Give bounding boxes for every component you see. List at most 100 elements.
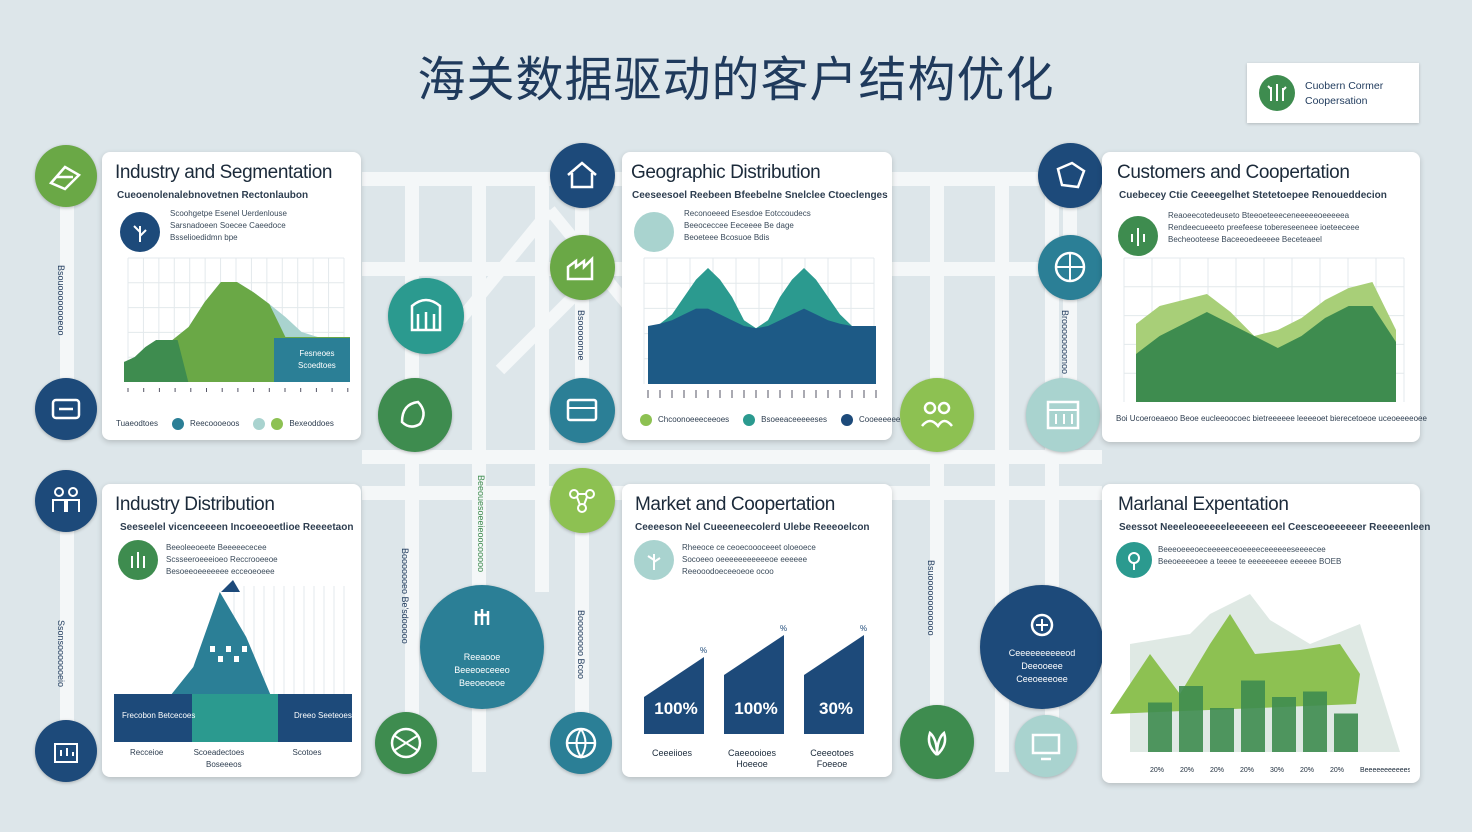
peak-arrow bbox=[221, 580, 240, 592]
card-market-cooperation: Market and Coopertation Ceeeeson Nel Cue… bbox=[622, 484, 892, 777]
globe-icon-circle[interactable] bbox=[550, 712, 612, 774]
side-label-left-top: Bsouoooooooeoo bbox=[56, 265, 66, 336]
gear-people-icon bbox=[1030, 613, 1054, 637]
house-icon bbox=[567, 161, 597, 189]
legend-item: Tuaeodtoes bbox=[116, 419, 158, 429]
x-axis-label: 30% bbox=[1270, 767, 1284, 774]
side-label-right-mid: Bsuoooooooooooo bbox=[926, 560, 936, 636]
circle-text: Ceeeeeeeeeeod bbox=[1008, 648, 1076, 658]
circle-text: Reeaooe bbox=[463, 652, 501, 662]
bar-1 bbox=[1148, 702, 1172, 752]
area-series-green bbox=[1110, 614, 1360, 714]
chart-footer: Recceioe Scoeadectoes Scotoes bbox=[130, 748, 321, 757]
legend-item: Bexeoddoes bbox=[289, 419, 334, 429]
logo-line1: Cuobern Cormer bbox=[1305, 80, 1384, 92]
area-series-green bbox=[1136, 306, 1396, 402]
tree-icon bbox=[1118, 216, 1158, 256]
area-chart-customers-cooperation bbox=[1123, 257, 1405, 402]
card-desc-line: Beoeteee Bcosuoe Bdis bbox=[684, 233, 770, 242]
bar-value-label: 30% bbox=[819, 699, 853, 718]
bar-area-chart-marlanal-expentation: 20%20%20%20%30%20%20%Beeeeeeeeeees bbox=[1110, 594, 1410, 774]
peak-mark bbox=[218, 656, 223, 662]
card-customers-cooperation: Customers and Coopertation Cuebecey Ctie… bbox=[1102, 152, 1427, 442]
chart-box-icon bbox=[566, 398, 598, 422]
x-axis-label: 20% bbox=[1300, 767, 1314, 774]
footer-item: Recceioe bbox=[130, 748, 164, 757]
leaf-network-icon-circle[interactable] bbox=[35, 145, 97, 207]
map-icon-circle[interactable] bbox=[1038, 143, 1103, 208]
bar-chart-market-cooperation: 100%%Ceeeiioes100%%CaeeooioesHoeeoe30%%C… bbox=[644, 624, 867, 769]
building-icon bbox=[410, 298, 442, 332]
bar-4 bbox=[1241, 680, 1265, 752]
card-title: Marlanal Expentation bbox=[1118, 494, 1289, 515]
peak-mark bbox=[210, 646, 215, 652]
card-subtitle: Seessot Neeeleoeeeeeleeeeeen eel Ceesceo… bbox=[1119, 522, 1431, 533]
card-desc-line: Beeoeeeeoee a teeee te eeeeeeeee eeeeee … bbox=[1158, 557, 1342, 566]
bar-category-sublabel: Foeeoe bbox=[817, 759, 848, 769]
card-industry-distribution: Industry Distribution Seeseelel vicencee… bbox=[102, 484, 361, 777]
globe-icon bbox=[565, 727, 597, 759]
circle-text: Ceeoeeeoee bbox=[1016, 674, 1068, 684]
card-title: Industry Distribution bbox=[115, 494, 275, 515]
legend-item: Reecoooeoos bbox=[189, 419, 240, 429]
card-geographic-distribution: Geographic Distribution Ceeseesoel Reebe… bbox=[622, 152, 931, 440]
globe-icon bbox=[634, 212, 674, 252]
card-title: Customers and Coopertation bbox=[1117, 162, 1350, 183]
molecule-icon-circle[interactable] bbox=[550, 468, 615, 533]
bar-7 bbox=[1334, 713, 1358, 752]
monitor-icon-circle[interactable] bbox=[1015, 715, 1077, 777]
analytics-circle[interactable]: Ceeeeeeeeeeod Deeooeee Ceeoeeeoee bbox=[980, 585, 1104, 709]
house-icon-circle[interactable] bbox=[550, 143, 615, 208]
bar-6 bbox=[1303, 691, 1327, 752]
lotus-icon-circle[interactable] bbox=[900, 705, 974, 779]
globe-grid-icon-circle[interactable] bbox=[1038, 235, 1103, 300]
side-label-mid-green: Beeouesoeeieoocooooo bbox=[476, 475, 486, 573]
leaf-icon-circle[interactable] bbox=[378, 378, 452, 452]
people-chart-icon-circle[interactable] bbox=[35, 470, 97, 532]
card-desc-line: Beeoleeoeete Beeeeececee bbox=[166, 543, 267, 552]
factory-icon bbox=[566, 255, 594, 281]
card-subtitle: Ceeeeson Nel Cueeeneecolerd Ulebe Reeeoe… bbox=[635, 522, 870, 533]
connector-right-top bbox=[1063, 200, 1077, 240]
box-chart-icon-circle[interactable] bbox=[35, 720, 97, 782]
building-icon-circle[interactable] bbox=[388, 278, 464, 354]
handshake-icon-circle[interactable] bbox=[35, 378, 97, 440]
peak-mark bbox=[242, 646, 247, 652]
card-desc-line: Sarsnadoeen Soecee Caeedoce bbox=[170, 221, 286, 230]
x-axis-label: Beeeeeeeeeees bbox=[1360, 767, 1410, 774]
side-label-mid-left: Booooooeo Be'sdooooo bbox=[400, 548, 410, 644]
circle-text: Beeoeoeoe bbox=[458, 678, 506, 688]
chart-note: Fesneoes bbox=[299, 349, 335, 358]
calendar-icon bbox=[1046, 400, 1080, 430]
card-desc-line: Scoohgetpe Esenel Uerdenlouse bbox=[170, 209, 287, 218]
legend-item: Cooeeeeeeeeeoees bbox=[859, 415, 932, 425]
area-series-navy bbox=[648, 308, 876, 384]
bar-category-label: Ceeeotoes bbox=[810, 748, 854, 758]
bar-5 bbox=[1272, 697, 1296, 752]
plant-icon bbox=[120, 212, 160, 252]
card-desc-line: Socoeeo oeeeeeeeeeeeoe eeeeee bbox=[682, 555, 808, 564]
chart-box-icon-circle[interactable] bbox=[550, 378, 615, 443]
x-axis-label: 20% bbox=[1150, 767, 1164, 774]
area-chart-geographic-distribution bbox=[643, 257, 877, 398]
globe-grid-icon bbox=[1054, 251, 1086, 283]
footer-item: Scoeadectoes bbox=[193, 748, 245, 757]
bar-category-label: Caeeooioes bbox=[728, 748, 777, 758]
connector-mid-low bbox=[575, 525, 589, 715]
people-icon-circle[interactable] bbox=[900, 378, 974, 452]
bar-value-label: 100% bbox=[734, 699, 777, 718]
card-subtitle: Cuebecey Ctie Ceeeegelhet Stetetoepee Re… bbox=[1119, 190, 1387, 201]
factory-icon-circle[interactable] bbox=[550, 235, 615, 300]
bar-top-label: % bbox=[860, 624, 867, 633]
calendar-icon-circle[interactable] bbox=[1026, 378, 1100, 452]
globe-net-icon-circle[interactable] bbox=[375, 712, 437, 774]
people-analytics-circle[interactable]: Reeaooe Beeeoeceeeo Beeoeoeoe bbox=[420, 585, 544, 709]
card-industry-segmentation: Industry and Segmentation Cueoenolenaleb… bbox=[102, 152, 361, 440]
bar-3 bbox=[804, 635, 864, 734]
card-desc-line: Besoeeoeeeeeee ecceoeoeee bbox=[166, 567, 275, 576]
area-chart-industry-distribution bbox=[114, 580, 352, 742]
handshake-icon bbox=[51, 398, 81, 420]
bar-3 bbox=[1210, 708, 1234, 752]
footer-item: Scotoes bbox=[292, 748, 322, 757]
